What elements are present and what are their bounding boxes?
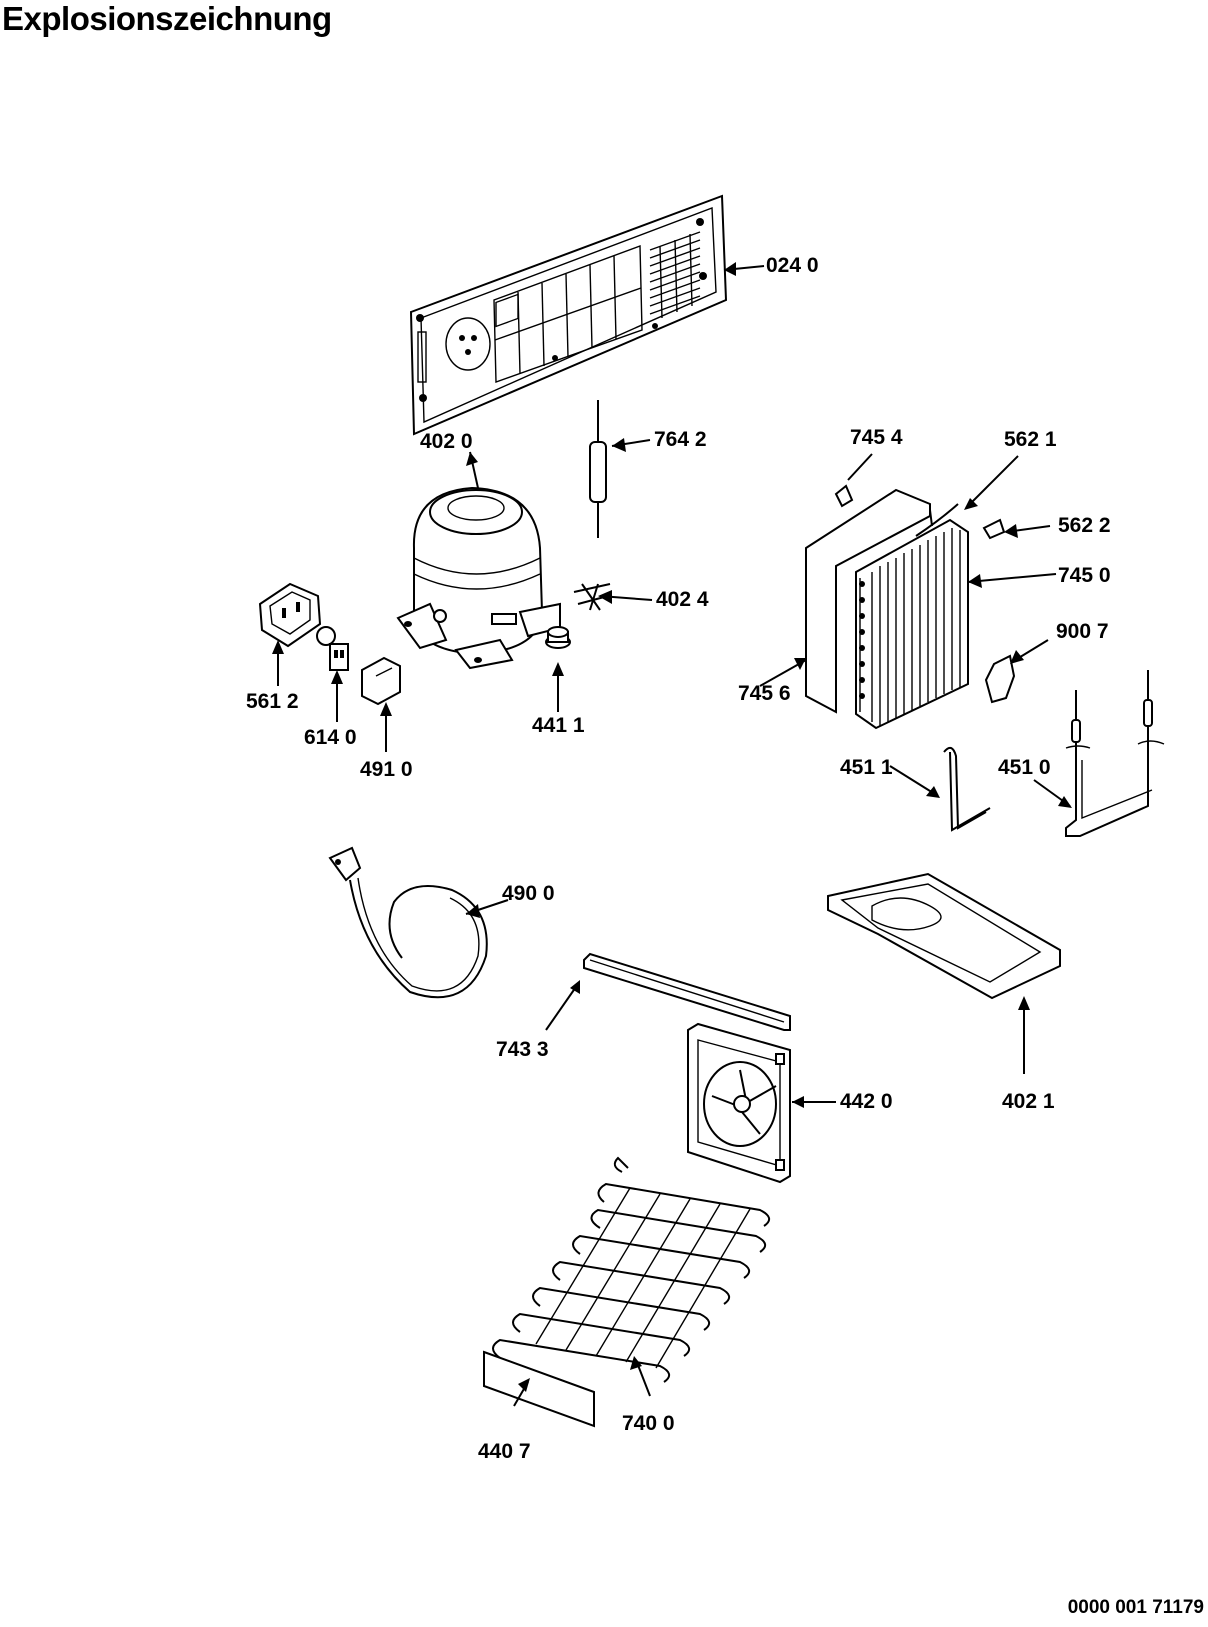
label-614-0: 614 0 [304, 726, 357, 749]
label-745-0: 745 0 [1058, 564, 1111, 587]
label-562-2: 562 2 [1058, 514, 1111, 537]
back-panel-part [409, 194, 728, 436]
label-441-1: 441 1 [532, 714, 585, 737]
leader-arrowheads [272, 262, 1072, 1392]
thermal-protector-part [316, 626, 349, 671]
label-451-0: 451 0 [998, 756, 1051, 779]
mount-clip-part [573, 583, 611, 611]
label-024-0: 024 0 [766, 254, 819, 277]
label-402-4: 402 4 [656, 588, 709, 611]
label-451-1: 451 1 [840, 756, 893, 779]
power-cable-part [328, 846, 488, 999]
label-440-7: 440 7 [478, 1440, 531, 1463]
label-490-0: 490 0 [502, 882, 555, 905]
label-745-4: 745 4 [850, 426, 903, 449]
label-491-0: 491 0 [360, 758, 413, 781]
label-561-2: 561 2 [246, 690, 299, 713]
label-442-0: 442 0 [840, 1090, 893, 1113]
compressor-part [396, 486, 561, 670]
label-740-0: 740 0 [622, 1412, 675, 1435]
dryer-filter-part [589, 400, 607, 538]
hook-bracket-part [943, 746, 991, 832]
label-562-1: 562 1 [1004, 428, 1057, 451]
part-labels: 024 0 402 0 764 2 402 4 441 1 561 2 614 … [246, 254, 1111, 1463]
heater-tube-part [1065, 670, 1165, 837]
label-745-6: 745 6 [738, 682, 791, 705]
condenser-part [492, 1156, 771, 1383]
relay-cover-part [361, 656, 401, 706]
starter-relay-part [258, 582, 322, 648]
label-764-2: 764 2 [654, 428, 707, 451]
seal-strip-part [583, 952, 791, 1031]
label-900-7: 900 7 [1056, 620, 1109, 643]
label-402-1: 402 1 [1002, 1090, 1055, 1113]
grommet-part [545, 626, 571, 649]
condenser-plate-part [483, 1350, 595, 1428]
document-number: 0000 001 71179 [1067, 1597, 1204, 1618]
fan-assembly-part [687, 1022, 791, 1184]
label-743-3: 743 3 [496, 1038, 549, 1061]
label-402-0: 402 0 [420, 430, 473, 453]
diagram-title: Explosionszeichnung [2, 0, 332, 37]
drip-tray-part [827, 872, 1061, 1000]
bracket-part [984, 654, 1016, 704]
evaporator-assembly-part [805, 484, 1006, 730]
